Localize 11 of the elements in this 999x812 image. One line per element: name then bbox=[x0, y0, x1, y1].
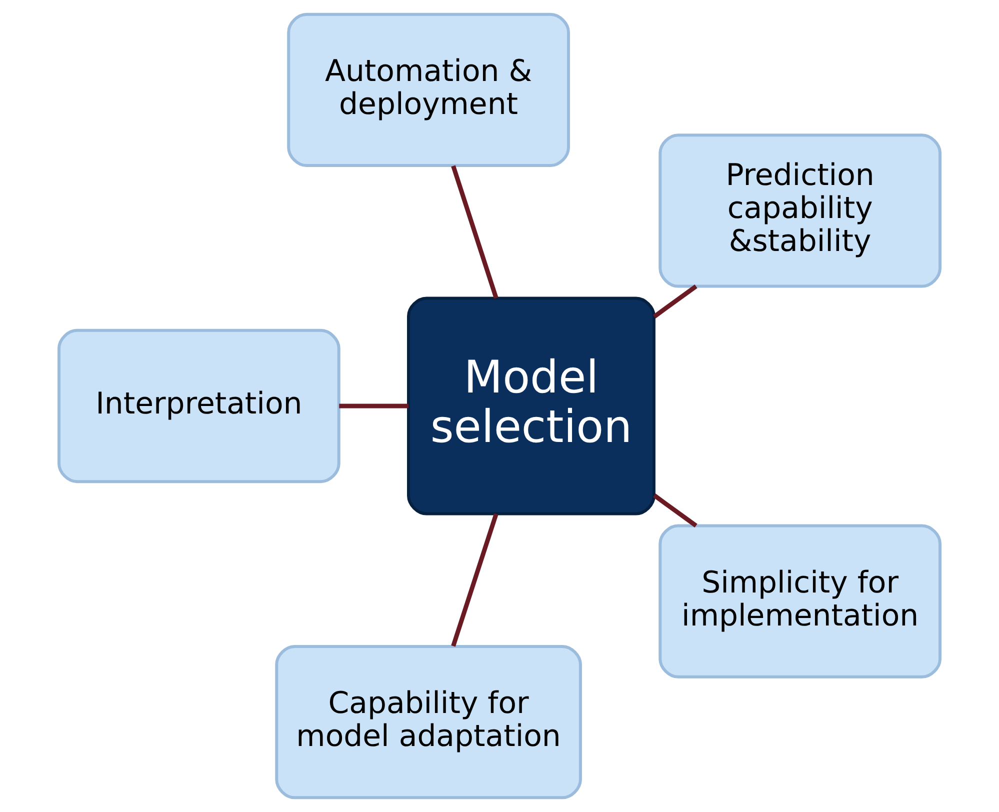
connector bbox=[652, 494, 698, 528]
connector bbox=[339, 404, 408, 408]
node-box: Simplicity for implementation bbox=[658, 524, 942, 678]
node-box: Prediction capability &stability bbox=[658, 134, 942, 288]
node-box: Automation & deployment bbox=[287, 12, 570, 168]
node-box: Interpretation bbox=[57, 328, 340, 484]
connector bbox=[451, 513, 498, 647]
node-box: Capability for model adaptation bbox=[275, 644, 582, 800]
connector bbox=[652, 284, 698, 318]
connector bbox=[451, 165, 498, 299]
node-box: Model selection bbox=[407, 296, 656, 516]
